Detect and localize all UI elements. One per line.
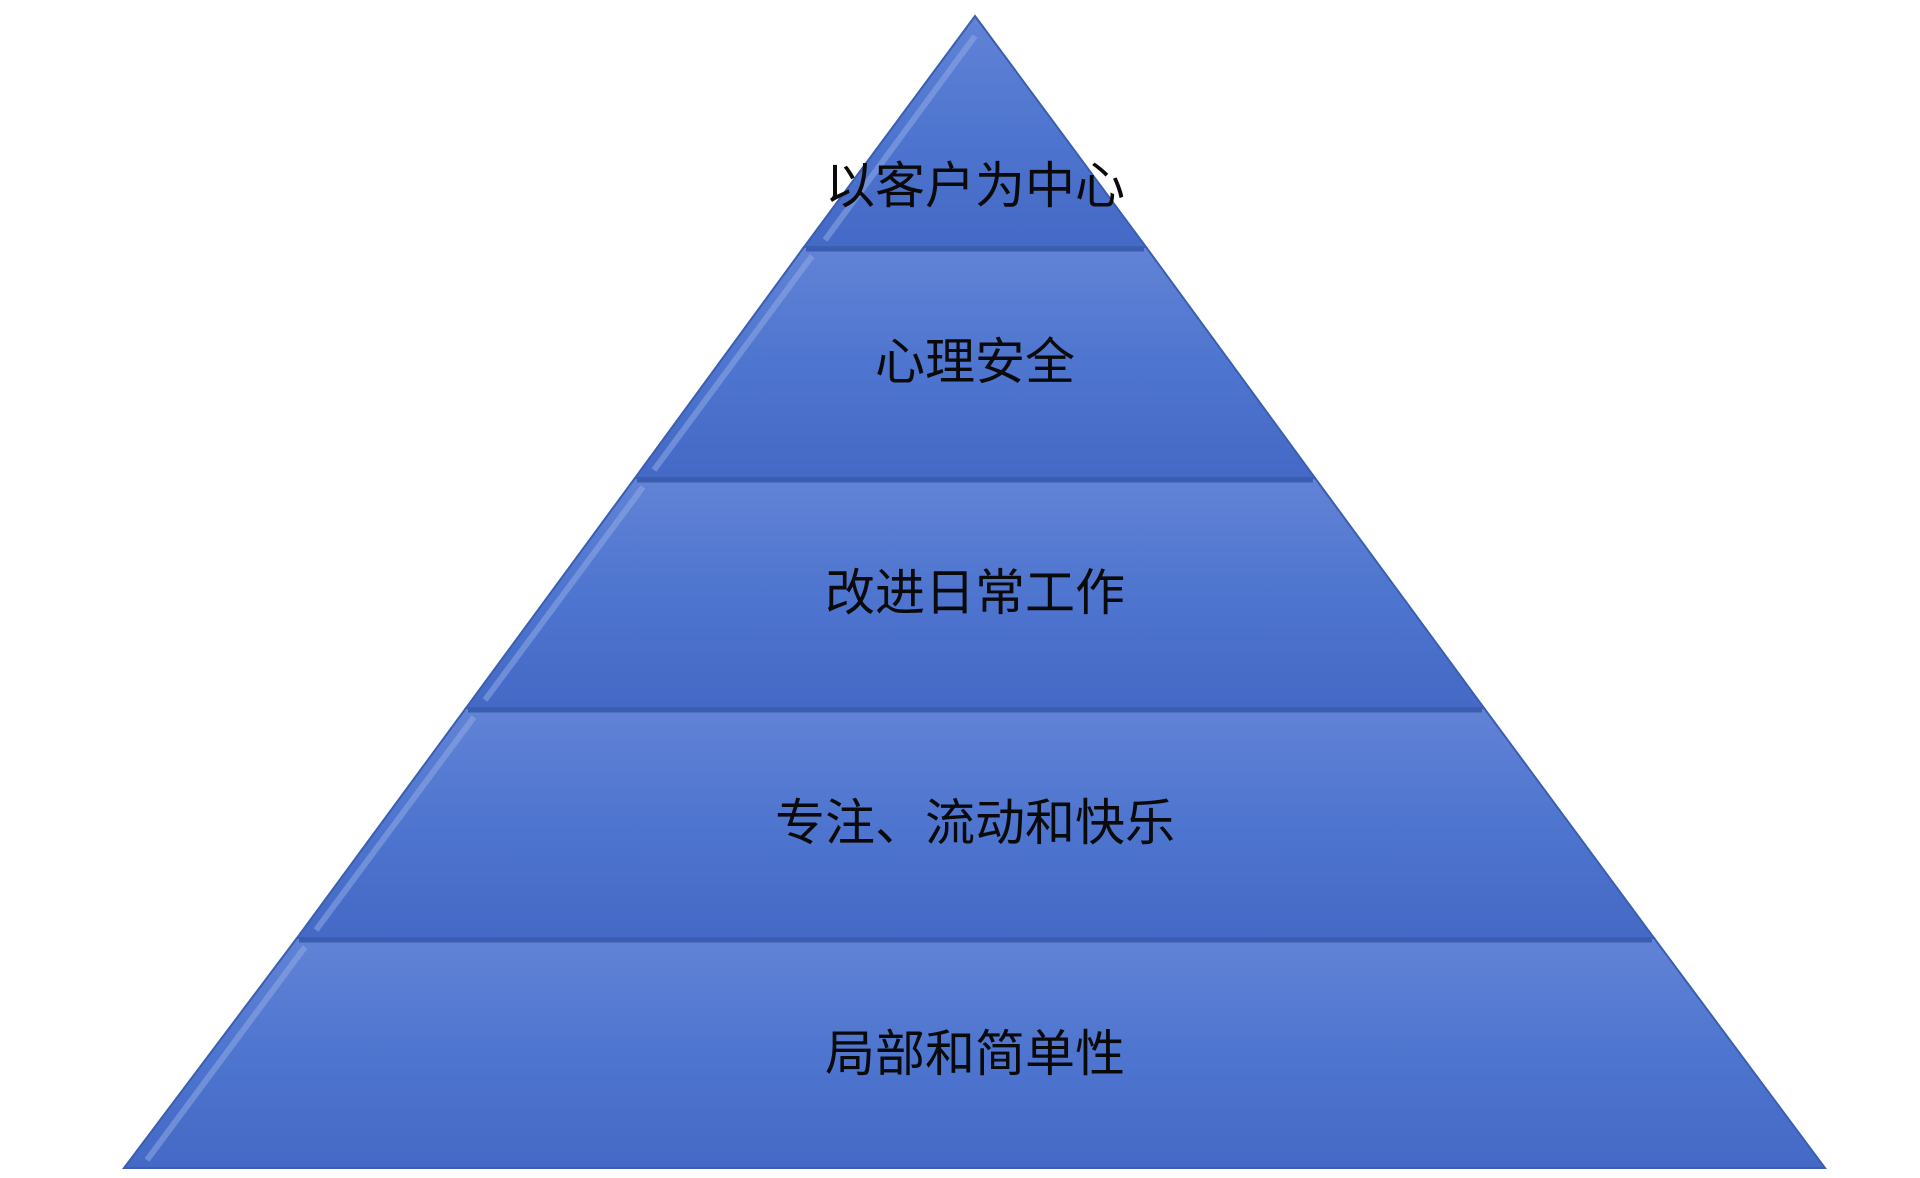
tier-5-label: 局部和简单性: [825, 1025, 1125, 1083]
pyramid-tier-3: 改进日常工作: [464, 477, 1486, 709]
pyramid-tier-4: 专注、流动和快乐: [295, 707, 1656, 939]
pyramid-tier-1: 以客户为中心: [802, 14, 1148, 248]
pyramid-tier-2: 心理安全: [633, 246, 1317, 479]
tier-3-highlight: [482, 485, 646, 702]
tier-3-label: 改进日常工作: [825, 564, 1125, 622]
tier-2-highlight: [651, 254, 815, 472]
tier-5-highlight: [144, 945, 308, 1162]
tier-2-label: 心理安全: [875, 333, 1075, 391]
tier-1-highlight: [822, 34, 978, 242]
pyramid-tier-5: 局部和简单性: [121, 937, 1827, 1169]
tier-4-label: 专注、流动和快乐: [775, 794, 1175, 852]
tier-1-label: 以客户为中心: [825, 157, 1125, 215]
tier-4-highlight: [313, 715, 477, 932]
